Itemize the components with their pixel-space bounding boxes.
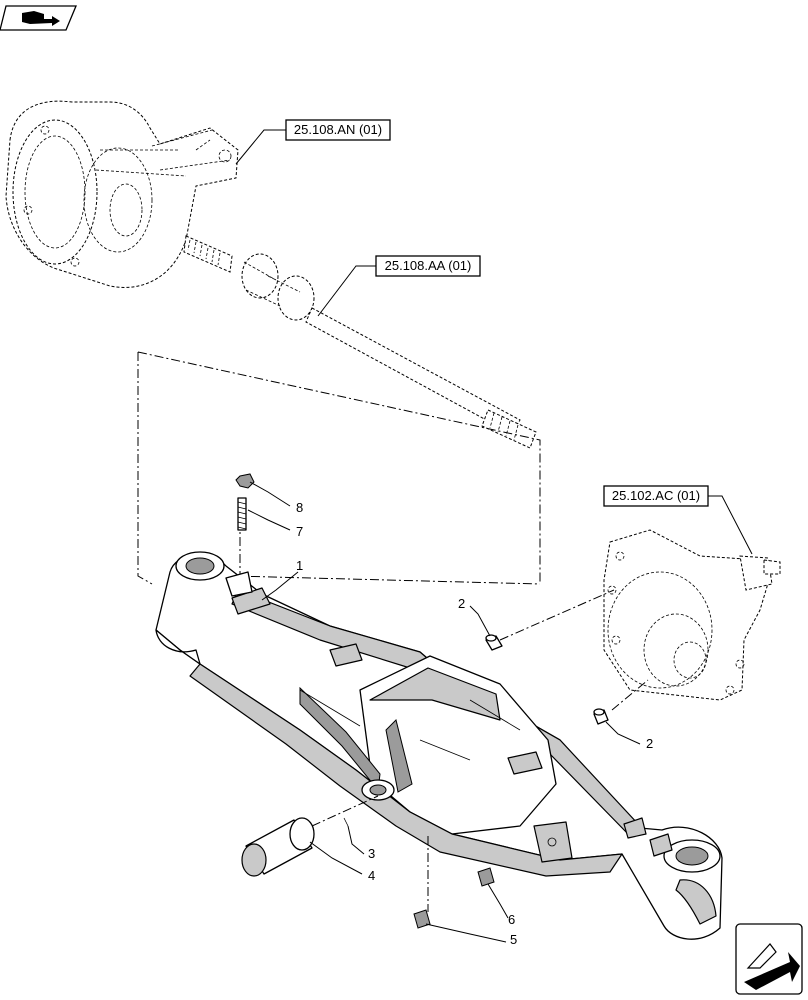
callout-1: 1: [296, 558, 303, 573]
pin-part-3: [343, 817, 349, 827]
nut-part-8: [235, 473, 255, 489]
callout-7: 7: [296, 524, 303, 539]
callout-5: 5: [510, 932, 517, 947]
plug-part-5: [413, 909, 431, 929]
callout-6: 6: [508, 912, 515, 927]
ref-drive-shaft-label: 25.108.AA (01): [385, 258, 472, 273]
exploded-path: [137, 351, 541, 585]
ref-steering-knuckle-label: 25.108.AN (01): [294, 122, 382, 137]
callout-3: 3: [368, 846, 375, 861]
stud-part-7: [237, 497, 247, 531]
ref-differential-label: 25.102.AC (01): [612, 488, 700, 503]
callout-8: 8: [296, 500, 303, 515]
plug-part-6: [477, 867, 495, 887]
callout-4: 4: [368, 868, 375, 883]
axle-housing: [155, 551, 723, 940]
pivot-pin-part-4: [241, 817, 315, 877]
ref-steering-knuckle[interactable]: 25.108.AN (01): [285, 119, 391, 141]
drive-shaft: [183, 235, 537, 449]
differential-assembly: [603, 529, 781, 701]
ref-drive-shaft[interactable]: 25.108.AA (01): [375, 255, 481, 277]
dowel-pin-2-upper: [485, 634, 503, 651]
dowel-pin-2-lower: [593, 708, 609, 725]
callout-2-upper: 2: [458, 596, 465, 611]
arrow-icon: [735, 923, 803, 995]
book-arrow-icon: [0, 5, 77, 31]
callout-2-lower: 2: [646, 736, 653, 751]
ref-differential[interactable]: 25.102.AC (01): [603, 485, 709, 507]
steering-knuckle-hub: [5, 100, 239, 288]
